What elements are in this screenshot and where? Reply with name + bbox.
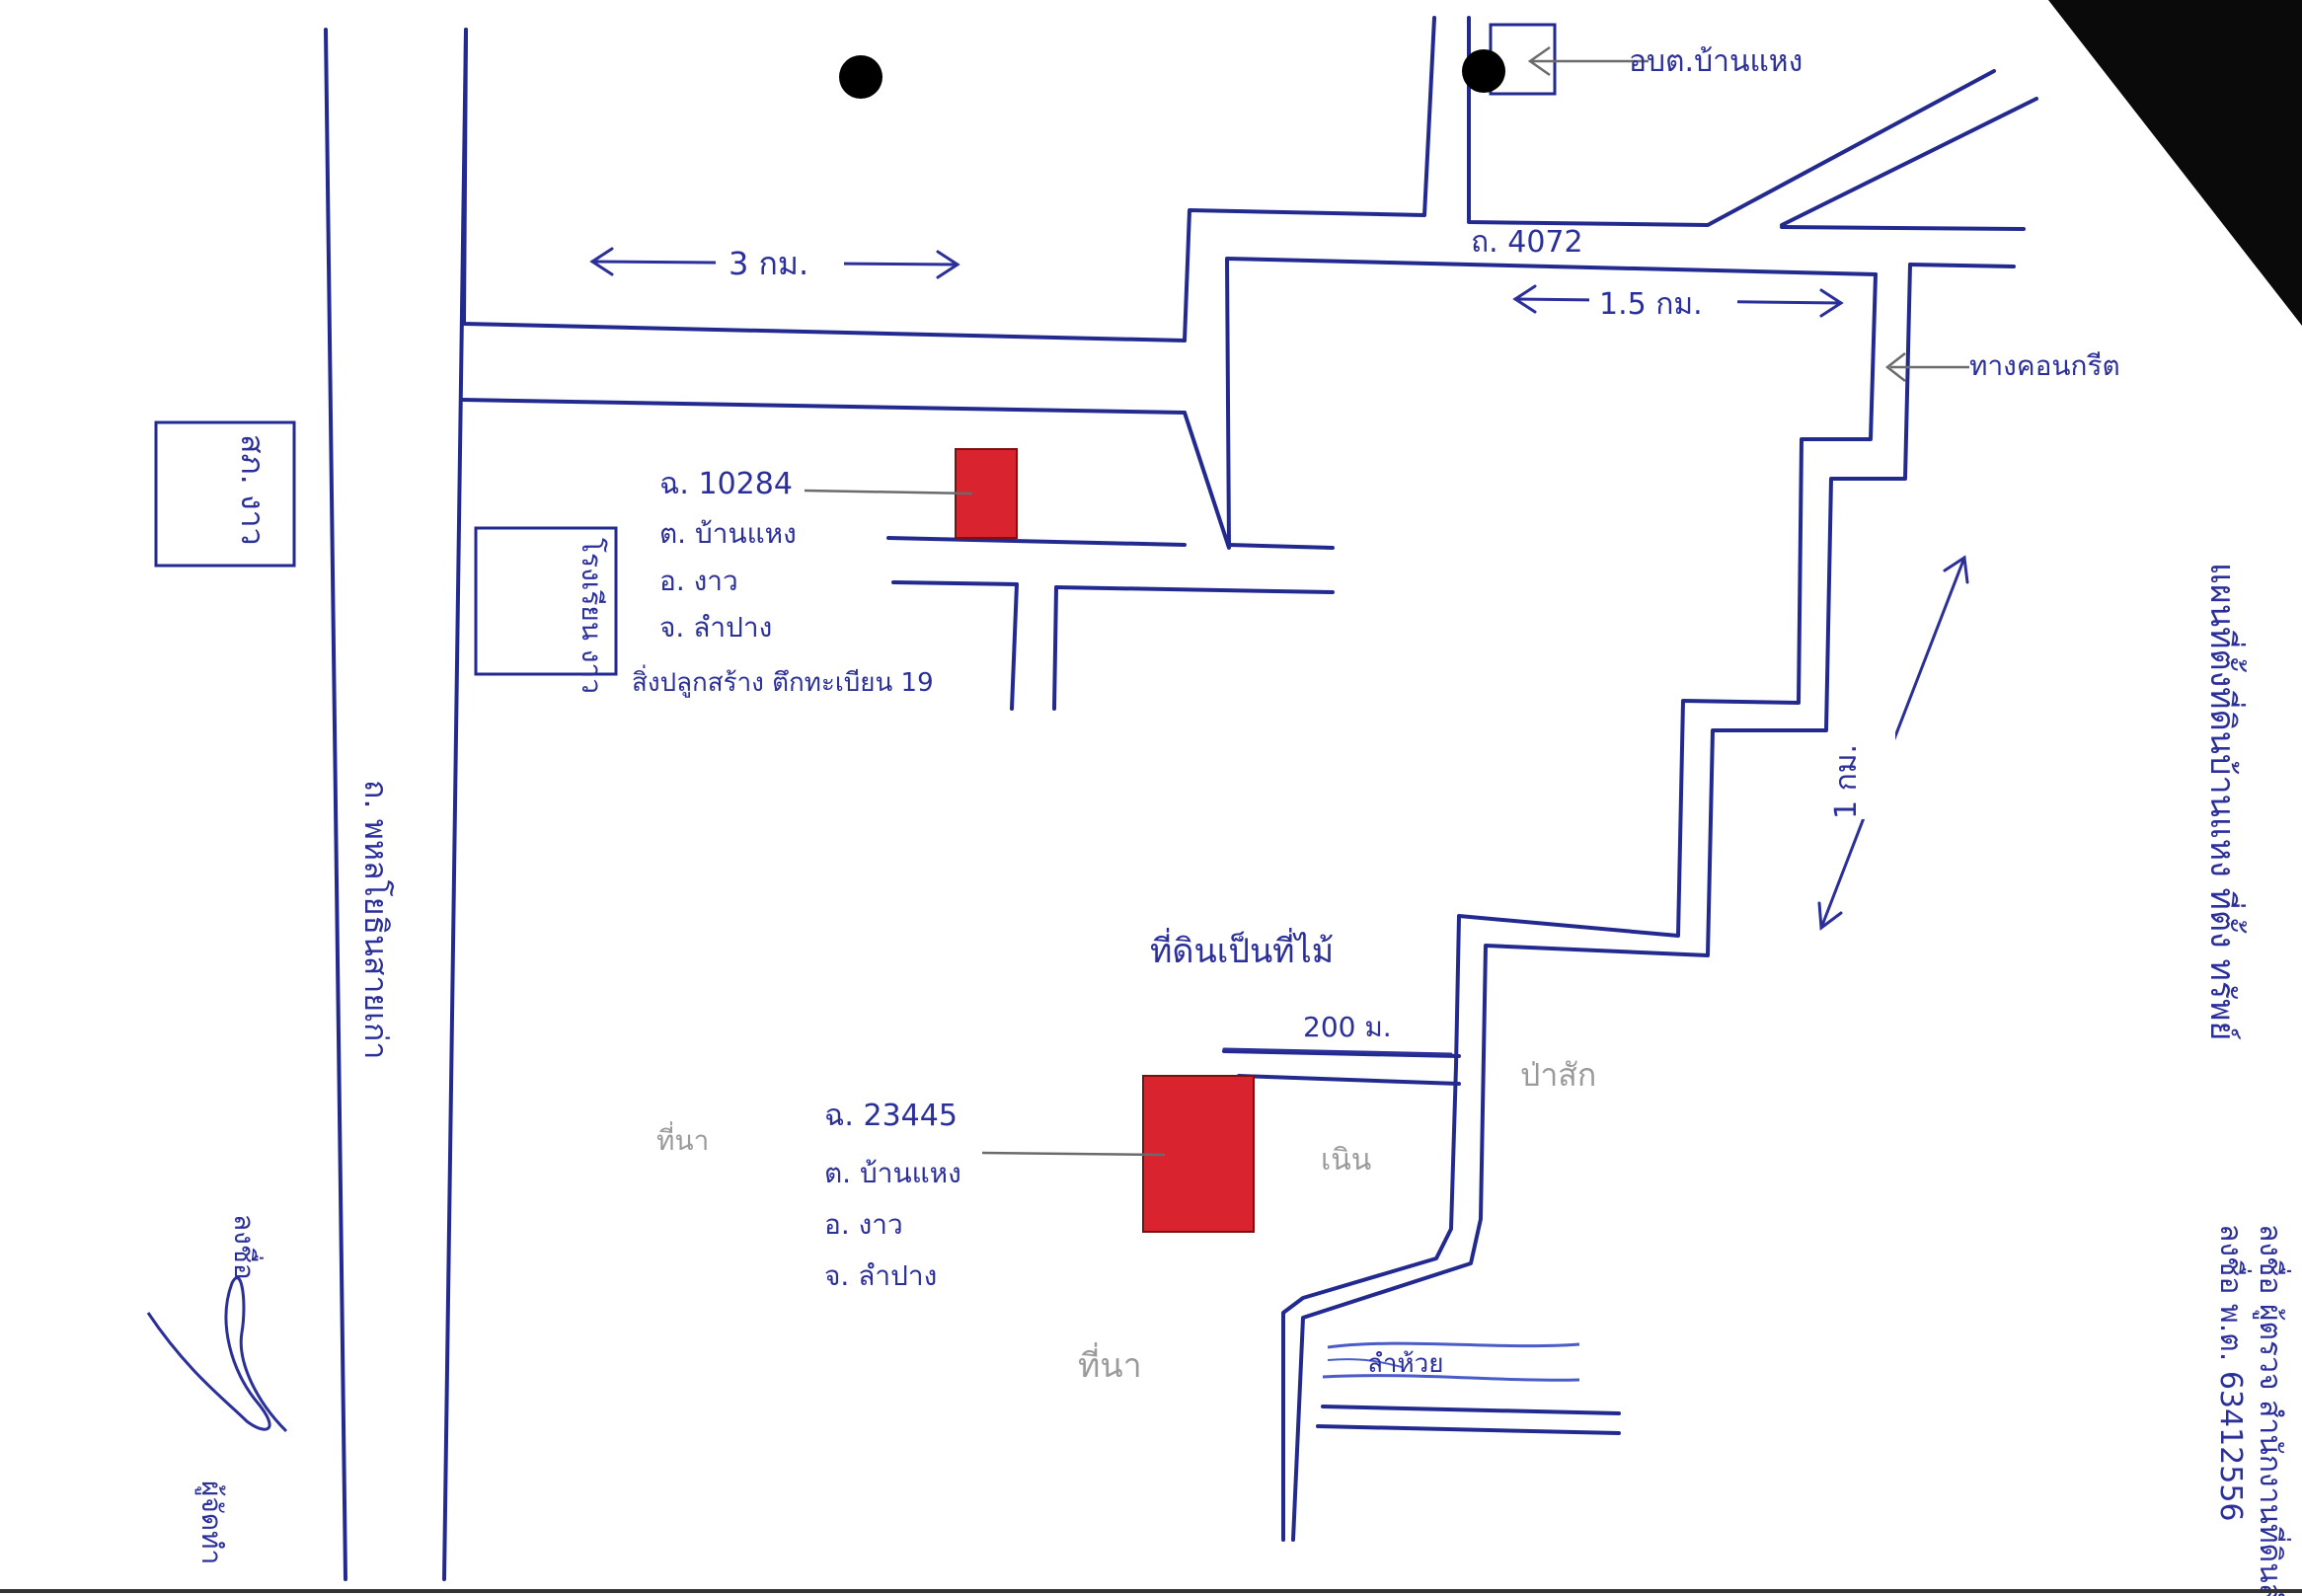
parcel-2-district: อ. งาว: [824, 1208, 903, 1241]
parcel-1-district: อ. งาว: [659, 565, 738, 597]
office-sao-label: อบต.บ้านแหง: [1629, 44, 1803, 79]
road-4072-east-edge: [1780, 225, 2026, 231]
dist-3km-head-right: [936, 250, 960, 279]
parcel-1-province: จ. ลำปาง: [659, 611, 772, 644]
road-4072-north-edge: [1467, 16, 1996, 227]
road-4072-south-edge: [1908, 263, 2016, 268]
dist-1km-label-bg: [1846, 691, 1895, 819]
stream-road-south: [1316, 1424, 1621, 1435]
scan-corner-shadow: [2048, 0, 2302, 326]
dist-3km-label: 3 กม.: [729, 245, 808, 282]
inner-road-stub: [1227, 543, 1335, 550]
dist-1-5km-label: 1.5 กม.: [1599, 287, 1703, 322]
stream-line-3: [1327, 1358, 1403, 1368]
concrete-road-pointer-head: [1884, 352, 1906, 382]
dist-200m-label: 200 ม.: [1303, 1011, 1392, 1043]
dist-1-5km-label-bg: [1589, 281, 1737, 321]
parcel-1-note: สิ่งปลูกสร้าง ตึกทะเบียน 19: [632, 664, 934, 698]
lower-road-west-edge: [1281, 1064, 1458, 1542]
parcel-2-subdistrict: ต. บ้านแหง: [824, 1157, 961, 1189]
main-road-left-edge: [324, 28, 347, 1581]
parcel1-road-south-west: [891, 580, 1019, 586]
dist-1-5km-head-right: [1819, 288, 1844, 318]
hill-label: เนิน: [1321, 1143, 1371, 1178]
upper-road-south-edge: [460, 398, 1187, 415]
office-pointer-arrowhead: [1527, 45, 1551, 77]
parcel1-lane-east: [1052, 585, 1058, 711]
dist-1km-head-top: [1943, 555, 1969, 584]
parcel-1-marker: [955, 448, 1018, 539]
rice-field-label-1: ที่นา: [656, 1121, 709, 1157]
land-use-label: ที่ดินเป็นที่ไม้: [1150, 928, 1334, 971]
road-code-label: ถ. 4072: [1471, 225, 1583, 260]
upper-road-north-edge: [462, 28, 1187, 342]
dist-200m-underline: [1222, 1047, 1453, 1056]
parcel-2-pointer: [981, 1151, 1166, 1157]
parcel1-road-south-east: [1054, 585, 1335, 594]
signature-caption: ลงชื่อ: [228, 1214, 264, 1280]
dist-1-5km-head-left: [1512, 284, 1537, 314]
district-office-label: สภ. งาว: [234, 434, 271, 546]
school-label: โรงเรียน งาว: [576, 538, 608, 694]
bottom-right-line-2: ลงชื่อ พ.ต. 63412556: [2213, 1224, 2252, 1522]
map-marker-top-right: [1462, 49, 1505, 93]
dist-3km-head-left: [589, 247, 614, 276]
rice-field-label-2: ที่นา: [1078, 1342, 1142, 1386]
parcel-2-province: จ. ลำปาง: [824, 1259, 937, 1292]
bottom-right-line-1: ลงชื่อ ผู้ตรวจ สำนักงานที่ดินลำปาง: [2253, 1224, 2291, 1596]
stream-road-north: [1321, 1405, 1621, 1415]
signature-scribble: [146, 1276, 288, 1433]
parcel1-road-north: [886, 536, 1187, 547]
parcel-1-subdistrict: ต. บ้านแหง: [659, 517, 797, 550]
connector-west-edge: [1183, 16, 1436, 342]
side-title: แผนที่ตั้งที่ดินบ้านแหง ที่ตั้ง ทรัพย์: [2202, 563, 2247, 1040]
access-road-south: [1237, 1074, 1461, 1086]
concrete-road-west-edge: [1454, 272, 1878, 1068]
stream-line-2: [1322, 1374, 1580, 1382]
road-4072-branch: [1780, 97, 2038, 227]
forest-label: ป่าสัก: [1520, 1056, 1596, 1094]
dist-3km-label-bg: [716, 242, 844, 281]
concrete-road-label: ทางคอนกรีต: [1969, 349, 2120, 382]
parcel1-lane-west: [1010, 582, 1019, 711]
signature-label: ผู้จัดทำ: [194, 1481, 228, 1564]
dist-1km-label: 1 กม.: [1829, 744, 1864, 819]
stream-label: ลำห้วย: [1367, 1349, 1444, 1379]
parcel-2-deed: ฉ. 23445: [824, 1099, 958, 1133]
dist-1km-head-bottom: [1817, 901, 1843, 931]
school-box: [474, 526, 618, 676]
district-office-box: [154, 420, 296, 568]
connector-east-edge: [1183, 257, 1878, 550]
main-road-label: ถ. พหลโยธินสายเก่า: [357, 780, 395, 1059]
parcel-1-deed: ฉ. 10284: [659, 467, 793, 501]
map-marker-top-center: [839, 55, 882, 99]
parcel-1-pointer: [804, 489, 973, 495]
stream-line-1: [1327, 1341, 1580, 1349]
concrete-road-east-edge: [1291, 263, 1912, 1542]
access-road-north: [1222, 1049, 1461, 1058]
